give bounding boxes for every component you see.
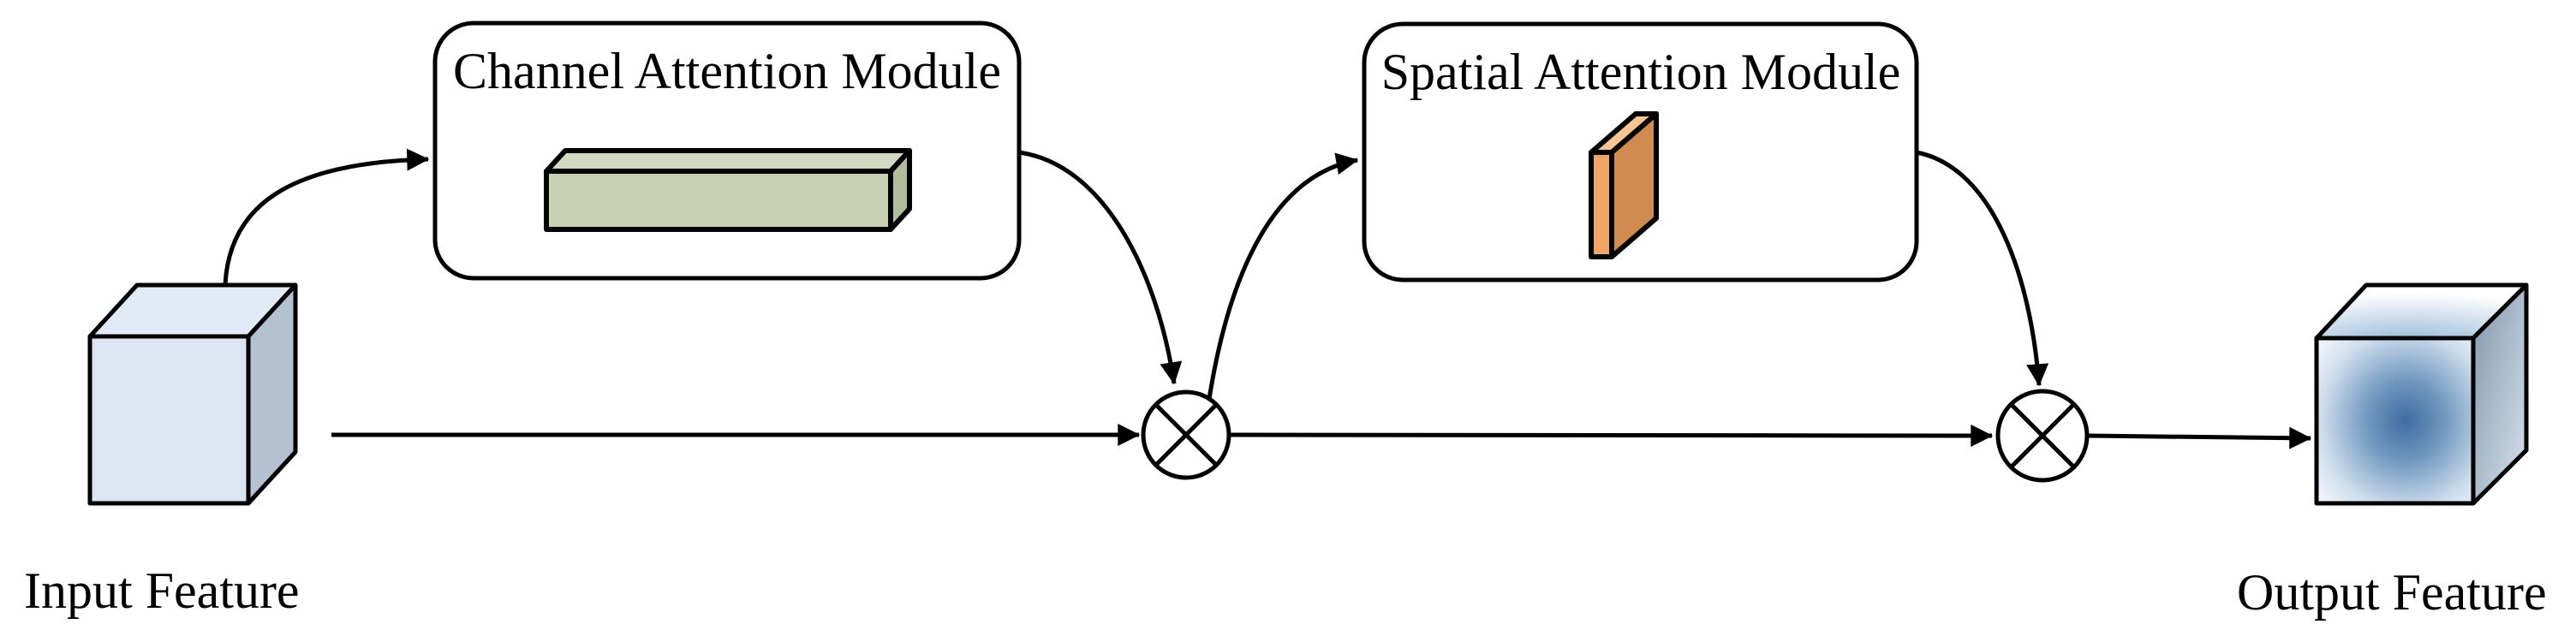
spatial-module-title: Spatial Attention Module [1381, 44, 1901, 100]
arrow-multiply-1-to-spatial-module [1207, 152, 1359, 400]
channel-bar-top-face [544, 148, 912, 174]
input-feature-label: Input Feature [24, 562, 300, 619]
output-cube-front-face [2314, 336, 2476, 506]
channel-attention-module-box: Channel Attention Module [432, 21, 1022, 281]
arrow-input-to-channel-module [223, 148, 430, 285]
arrow-multiply-2-to-output [2087, 426, 2312, 449]
multiply-1-x-stroke-b [1154, 402, 1219, 467]
multiply-2-x-stroke-b [2009, 402, 2076, 469]
spatial-slab-front-face [1589, 150, 1614, 259]
connectors [223, 148, 2312, 449]
channel-bar-front-face [544, 169, 893, 232]
channel-attention-bar [544, 148, 912, 232]
spatial-attention-module-box: Spatial Attention Module [1362, 21, 1919, 282]
input-cube-front-face [87, 334, 251, 506]
output-feature-cube [2314, 282, 2529, 506]
multiply-operator-2 [1995, 389, 2090, 483]
multiply-operator-1 [1141, 389, 1231, 480]
arrow-spatial-module-to-multiply-2 [1916, 150, 2049, 387]
spatial-attention-slab [1589, 111, 1659, 259]
input-feature-cube [87, 282, 298, 506]
arrow-channel-module-to-multiply-1 [1018, 150, 1183, 385]
line-multiply-1-to-multiply-2 [1228, 424, 1994, 447]
channel-module-title: Channel Attention Module [453, 43, 1001, 99]
output-feature-label: Output Feature [2237, 564, 2547, 621]
